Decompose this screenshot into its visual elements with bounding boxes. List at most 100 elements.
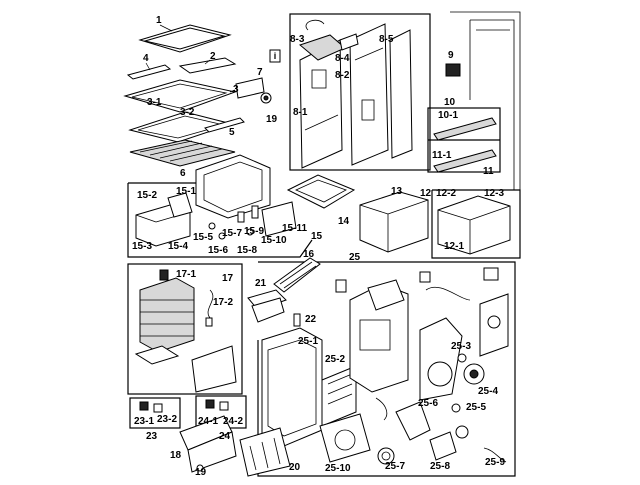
label-part-1: 1 bbox=[156, 15, 162, 26]
part-17-duct bbox=[191, 345, 237, 393]
label-part-23: 23 bbox=[146, 431, 158, 442]
part-25-9-wire bbox=[483, 447, 507, 463]
label-part-4: 4 bbox=[143, 53, 149, 64]
label-part-25-8: 25-8 bbox=[430, 461, 451, 472]
label-part-8-4: 8-4 bbox=[335, 53, 350, 64]
label-part-12-2: 12-2 bbox=[436, 188, 457, 199]
label-part-20: 20 bbox=[289, 462, 301, 473]
part-19-screw bbox=[260, 92, 272, 104]
part-19-screw-2 bbox=[196, 464, 204, 472]
label-part-24-2: 24-2 bbox=[223, 416, 244, 427]
part-8-5-strip bbox=[389, 29, 413, 159]
part-16-tray bbox=[273, 257, 321, 293]
label-part-25: 25 bbox=[349, 252, 361, 263]
label-part-25-5: 25-5 bbox=[466, 402, 487, 413]
label-part-2: 2 bbox=[210, 51, 216, 62]
label-part-19-upper: 19 bbox=[266, 114, 278, 125]
part-7-bracket bbox=[235, 77, 265, 99]
label-part-15-4: 15-4 bbox=[168, 241, 189, 252]
label-part-24: 24 bbox=[219, 431, 231, 442]
part-17-heater bbox=[134, 345, 180, 365]
label-part-15: 15 bbox=[311, 231, 323, 242]
label-part-8-3: 8-3 bbox=[290, 34, 305, 45]
label-part-15-2: 15-2 bbox=[137, 190, 158, 201]
label-part-15-11: 15-11 bbox=[282, 223, 308, 234]
part-17-2-wires bbox=[205, 289, 214, 327]
label-part-25-1: 25-1 bbox=[298, 336, 319, 347]
label-part-17-2: 17-2 bbox=[213, 297, 234, 308]
label-part-12-3: 12-3 bbox=[484, 188, 505, 199]
label-part-15-9: 15-9 bbox=[244, 226, 265, 237]
label-part-15-10: 15-10 bbox=[261, 235, 287, 246]
part-23-modules bbox=[139, 401, 163, 413]
part-14-tray bbox=[286, 174, 356, 209]
label-part-25-2: 25-2 bbox=[325, 354, 346, 365]
label-part-12: 12 bbox=[420, 188, 432, 199]
part-25-duct bbox=[419, 317, 463, 401]
label-part-11: 11 bbox=[483, 166, 494, 177]
box-15-group bbox=[127, 182, 313, 258]
label-part-9: 9 bbox=[448, 50, 454, 61]
part-25-2-cover bbox=[321, 365, 357, 427]
part-22-fuse bbox=[293, 313, 301, 327]
label-part-7: 7 bbox=[257, 67, 263, 78]
label-part-25-4: 25-4 bbox=[478, 386, 499, 397]
part-25-7-grommet bbox=[377, 447, 395, 465]
part-25-4-fan bbox=[463, 363, 485, 385]
part-20-grille bbox=[239, 427, 291, 477]
label-part-19-lower: 19 bbox=[195, 467, 207, 478]
box-8-group bbox=[289, 13, 431, 171]
label-part-25-9: 25-9 bbox=[485, 457, 506, 468]
label-part-15-3: 15-3 bbox=[132, 241, 153, 252]
label-part-6: 6 bbox=[180, 168, 186, 179]
label-part-16: 16 bbox=[303, 249, 315, 260]
label-part-17-1: 17-1 bbox=[176, 269, 197, 280]
part-15-1-frame bbox=[167, 192, 193, 218]
part-25-8-bracket bbox=[429, 431, 457, 461]
label-part-3-2: 3-2 bbox=[180, 107, 195, 118]
label-part-8-2: 8-2 bbox=[335, 70, 350, 81]
label-part-15-7: 15-7 bbox=[222, 228, 243, 239]
label-part-10-1: 10-1 bbox=[438, 110, 459, 121]
part-25-5-screw bbox=[451, 403, 461, 413]
part-25-6-motor bbox=[395, 401, 431, 441]
part-21-container bbox=[247, 289, 287, 323]
part-25-grommet-2 bbox=[455, 425, 469, 439]
part-25-connectors bbox=[335, 267, 499, 293]
label-part-23-2: 23-2 bbox=[157, 414, 178, 425]
fridge-door-corner bbox=[450, 11, 521, 200]
part-6-wire-shelf bbox=[129, 139, 236, 167]
label-part-3-1: 3-1 bbox=[147, 97, 162, 108]
part-3-shelf-assembly bbox=[123, 79, 237, 113]
part-25-10-panel bbox=[319, 413, 371, 463]
part-4-rail bbox=[126, 62, 172, 80]
part-24-modules bbox=[205, 399, 229, 411]
part-2-rail bbox=[178, 57, 237, 74]
part-17-1-sensor bbox=[159, 269, 169, 281]
svg-text:i: i bbox=[274, 51, 277, 61]
part-12-crisper bbox=[437, 195, 511, 255]
label-part-25-7: 25-7 bbox=[385, 461, 406, 472]
part-10-1-trim bbox=[433, 117, 497, 141]
label-part-10: 10 bbox=[444, 97, 456, 108]
label-part-24-1: 24-1 bbox=[198, 416, 219, 427]
label-part-8-1: 8-1 bbox=[293, 107, 308, 118]
part-15-11-bracket bbox=[261, 201, 297, 237]
box-17-group bbox=[127, 263, 243, 395]
label-part-21: 21 bbox=[255, 278, 267, 289]
part-9-module bbox=[445, 63, 461, 77]
label-part-17: 17 bbox=[222, 273, 234, 284]
label-part-8-5: 8-5 bbox=[379, 34, 394, 45]
part-1-shelf bbox=[138, 24, 232, 53]
label-part-18: 18 bbox=[170, 450, 182, 461]
part-25-fan-housing bbox=[349, 279, 409, 393]
label-part-25-3: 25-3 bbox=[451, 341, 472, 352]
part-17-evaporator bbox=[139, 277, 195, 353]
label-part-15-6: 15-6 bbox=[208, 245, 229, 256]
box-25-group bbox=[257, 261, 516, 477]
label-part-15-1: 15-1 bbox=[176, 186, 197, 197]
label-part-12-1: 12-1 bbox=[444, 241, 465, 252]
info-marker: i bbox=[269, 49, 281, 63]
